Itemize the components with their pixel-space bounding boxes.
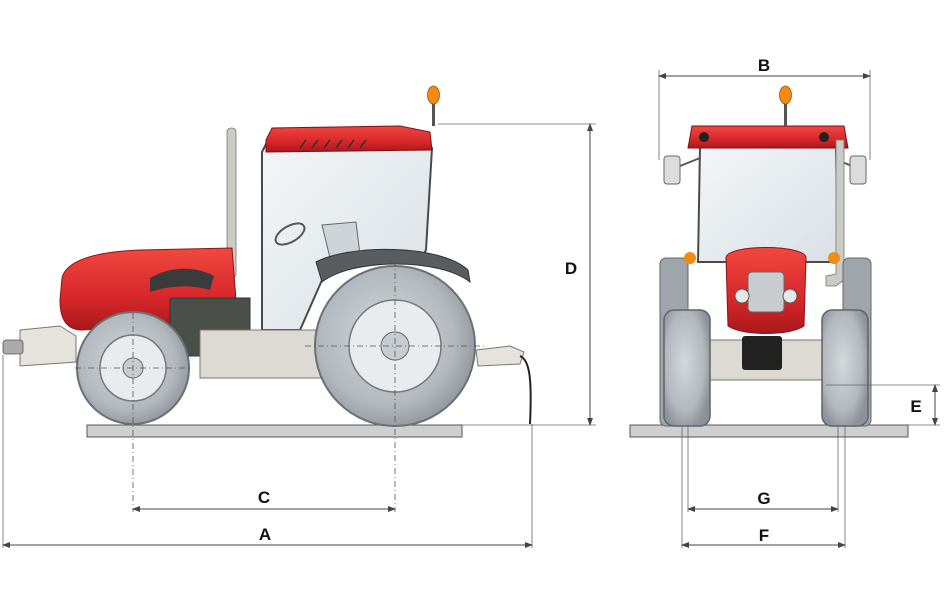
- dim-c-label: C: [258, 488, 270, 507]
- side-cab-roof: [265, 125, 433, 153]
- front-exhaust-pipe: [825, 139, 845, 287]
- front-wheel-right: [821, 309, 869, 427]
- front-grille: [747, 271, 785, 313]
- front-fender-light-right: [828, 252, 840, 264]
- side-front-hitch: [2, 339, 24, 355]
- side-rear-fender: [315, 248, 471, 284]
- front-left-mirror: [663, 155, 701, 185]
- front-headlight-right: [782, 288, 798, 304]
- dim-e-label: E: [910, 397, 921, 416]
- side-rear-cable: [519, 355, 532, 425]
- front-ground-plate: [629, 424, 909, 438]
- front-cab-frame: [696, 145, 840, 263]
- side-rear-hitch: [475, 345, 525, 367]
- side-hood-vents: [150, 268, 214, 292]
- front-weight: [742, 336, 782, 370]
- front-view: B G F E: [629, 56, 940, 548]
- front-headlight-left: [734, 288, 750, 304]
- dim-b-label: B: [758, 56, 770, 75]
- dim-f-label: F: [759, 526, 769, 545]
- front-cab-roof: [687, 125, 849, 149]
- dim-a-label: A: [259, 525, 271, 544]
- side-front-weight: [19, 325, 77, 367]
- side-beacon-icon: [427, 85, 440, 126]
- front-beacon-icon: [779, 85, 792, 126]
- front-wheel-left: [663, 309, 711, 427]
- front-roof-light-left: [699, 132, 709, 142]
- front-roof-light-right: [819, 132, 829, 142]
- dim-d-label: D: [565, 259, 577, 278]
- side-steering-wheel: [274, 222, 306, 246]
- side-view: C A D: [2, 85, 596, 548]
- dim-g-label: G: [757, 489, 770, 508]
- side-ground-plate: [86, 424, 463, 438]
- side-roof-vents: [299, 139, 367, 149]
- front-fender-light-left: [684, 252, 696, 264]
